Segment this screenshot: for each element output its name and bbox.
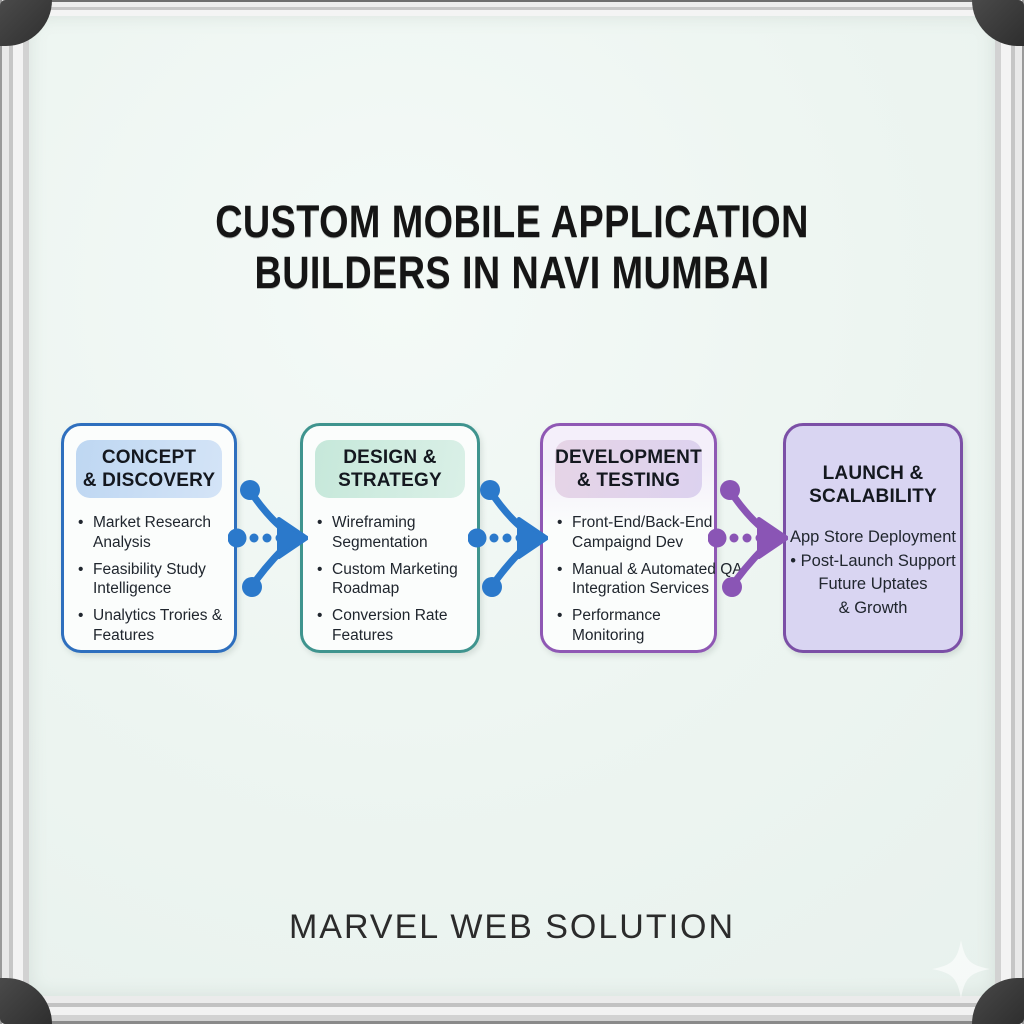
step-body: App Store Deployment • Post-Launch Suppo… [789,528,956,617]
flow-arrow-icon [468,480,548,597]
bullet-item: Market Research Analysis [78,513,228,553]
process-step-design-strategy: DESIGN & STRATEGY Wireframing Segmentati… [300,423,480,653]
frame-rail-left [0,0,30,1024]
step-header: DESIGN & STRATEGY [315,440,465,498]
flow-arrow-icon [708,480,788,597]
step-title: CONCEPT & DISCOVERY [82,446,216,491]
step-title: DEVELOPMENT & TESTING [555,446,702,491]
bullet-item: Unalytics Trories & Features [78,606,228,646]
step-header: CONCEPT & DISCOVERY [76,440,222,498]
bullet-list: Wireframing Segmentation Custom Marketin… [317,513,471,646]
bullet-item: Wireframing Segmentation [317,513,471,553]
bullet-item: Performance Monitoring [557,606,744,646]
process-step-launch-scalability: LAUNCH & SCALABILITY App Store Deploymen… [783,423,963,653]
bullet-list: Front-End/Back-End Campaignd Dev Manual … [557,513,744,646]
step-title: DESIGN & STRATEGY [338,446,442,491]
process-step-concept-discovery: CONCEPT & DISCOVERY Market Research Anal… [61,423,237,653]
flow-arrow-icon [228,480,308,597]
frame-rail-right [994,0,1024,1024]
bullet-item: Custom Marketing Roadmap [317,560,471,600]
bullet-list: Market Research Analysis Feasibility Stu… [78,513,228,646]
bullet-item: Front-End/Back-End Campaignd Dev [557,513,744,553]
frame-rail-top [0,0,1024,17]
process-step-development-testing: DEVELOPMENT & TESTING Front-End/Back-End… [540,423,743,653]
bullet-item: Conversion Rate Features [317,606,471,646]
page-title: CUSTOM MOBILE APPLICATION BUILDERS IN NA… [215,196,809,299]
bullet-item: Feasibility Study Intelligence [78,560,228,600]
brand-footer: MARVEL WEB SOLUTION [288,908,736,946]
step-title: LAUNCH & SCALABILITY [809,463,937,508]
frame-rail-bottom [0,995,1024,1024]
sparkle-icon [931,939,991,999]
step-header: LAUNCH & SCALABILITY [786,462,960,508]
bullet-item: Manual & Automated QA Integration Servic… [557,560,744,600]
step-header: DEVELOPMENT & TESTING [555,440,702,498]
